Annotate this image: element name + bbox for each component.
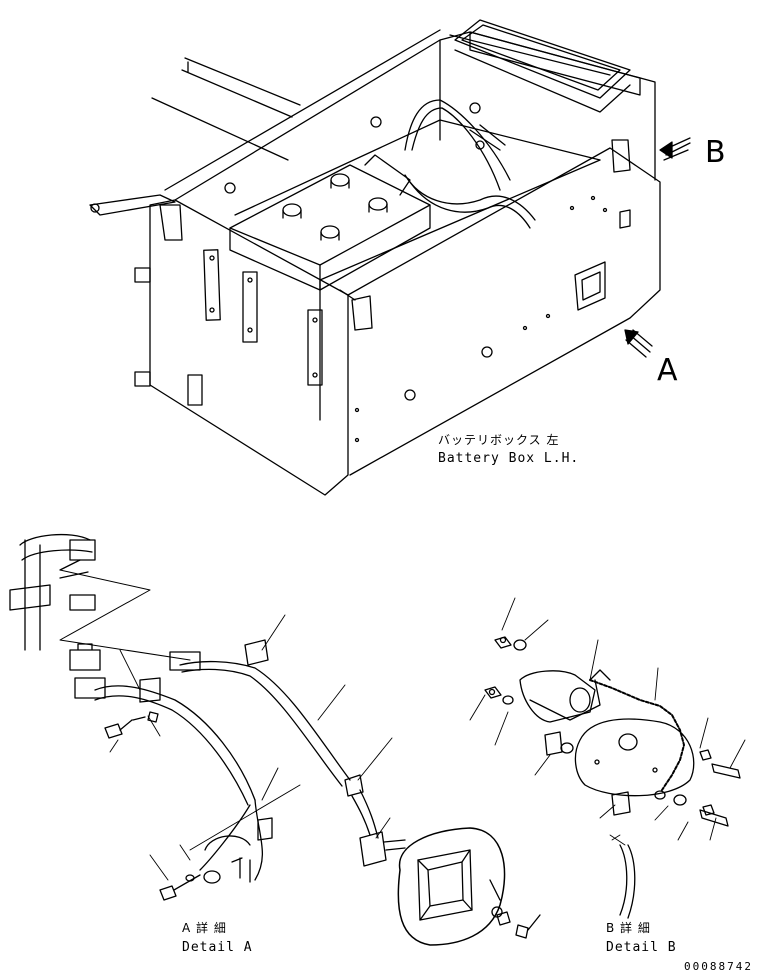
mount-plate — [574, 718, 695, 797]
wire-harness — [94, 685, 256, 801]
detail-a-label-jp: A 詳 細 — [182, 920, 227, 935]
battery-box-lh — [89, 19, 661, 496]
battery — [229, 154, 431, 291]
chain — [589, 679, 685, 791]
view-label-a: A — [657, 353, 678, 388]
box-harness — [404, 99, 536, 229]
detail-b-label-en: Detail B — [606, 940, 677, 955]
latch-front — [351, 295, 373, 331]
battery-box-label-en: Battery Box L.H. — [438, 451, 579, 466]
view-arrow-b — [659, 137, 691, 161]
detail-a-assembly — [9, 533, 541, 946]
battery-relay — [519, 670, 596, 723]
detail-b-label-jp: B 詳 細 — [606, 920, 651, 935]
box-right-panel — [347, 147, 661, 476]
detail-b-assembly — [469, 597, 746, 919]
cutout-panel — [397, 827, 506, 946]
top-vent — [454, 19, 631, 99]
box-left-panel — [149, 199, 349, 496]
view-arrow-a — [624, 329, 653, 358]
battery-box-label-jp: バッテリボックス 左 — [438, 432, 559, 447]
view-label-b: B — [705, 135, 726, 170]
drawing-number: 00088742 — [684, 960, 753, 973]
handle-opening — [574, 261, 606, 311]
detail-a-label-en: Detail A — [182, 940, 253, 955]
strap-bracket — [203, 249, 221, 321]
bolt — [104, 719, 133, 739]
